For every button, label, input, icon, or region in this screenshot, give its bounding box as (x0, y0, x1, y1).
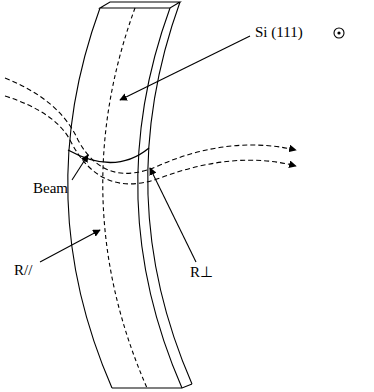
crystal-edge (148, 2, 192, 384)
beam-label: Beam (33, 180, 68, 197)
leader-line (40, 230, 100, 262)
radius-label: R// (14, 262, 32, 279)
out-of-plane-symbol (334, 28, 344, 38)
out-of-plane-dot (337, 31, 340, 34)
material-label: Si (111) (255, 24, 303, 41)
bend-line (103, 8, 147, 388)
radius-label: R⊥ (190, 264, 213, 281)
leader-line (150, 168, 196, 262)
beam-path (5, 96, 296, 184)
crystal-edge (68, 8, 112, 388)
crystal-edge (138, 8, 182, 388)
transverse-curve (68, 148, 149, 163)
crystal-top (100, 2, 180, 8)
crystal-bottom (112, 384, 192, 388)
leader-line (120, 36, 250, 100)
beam-path (5, 78, 296, 173)
leader-line (72, 155, 88, 180)
